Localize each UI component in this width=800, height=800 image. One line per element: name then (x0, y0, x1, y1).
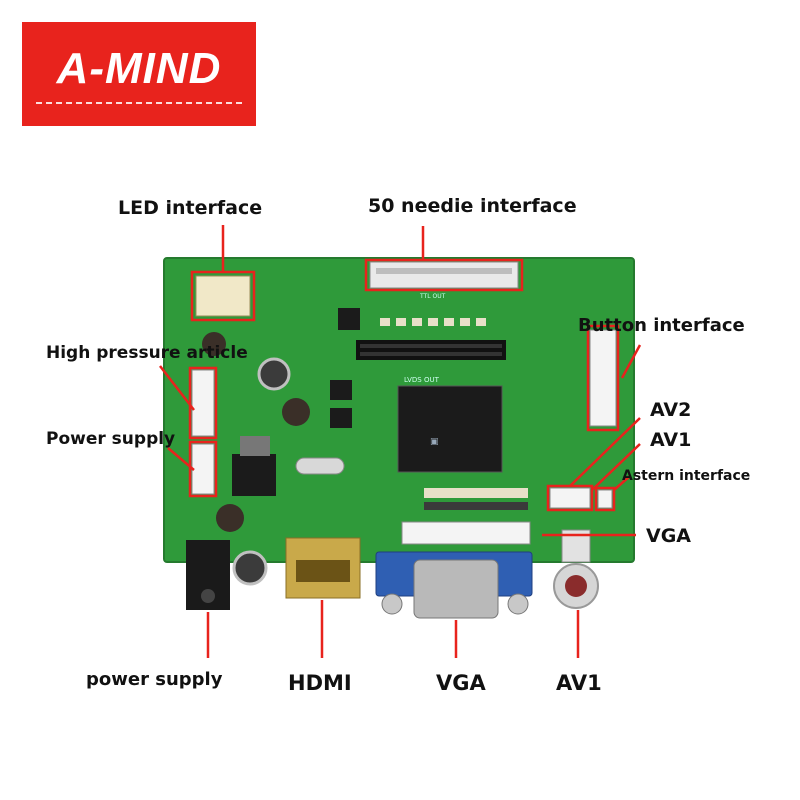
capacitor (257, 357, 291, 391)
pin-header (356, 340, 506, 360)
label-vga-bottom: VGA (436, 671, 486, 695)
small-chip (338, 308, 360, 330)
label-high-pressure: High pressure article (46, 343, 248, 363)
main-chip (397, 385, 503, 473)
astern-header (597, 489, 613, 509)
button-connector (589, 329, 617, 427)
smd-components (380, 318, 528, 510)
inductor (216, 504, 244, 532)
label-power-supply-side: Power supply (46, 429, 176, 449)
chip-label: LVDS OUT (404, 376, 440, 384)
crystal-oscillator (295, 457, 345, 475)
label-vga-right: VGA (646, 525, 692, 547)
label-power-supply-bottom: power supply (86, 669, 223, 690)
av-jack-center (565, 575, 587, 597)
ribbon-connector-slot (376, 268, 512, 274)
regulator-tab (240, 436, 270, 456)
vga-header (401, 521, 531, 545)
label-needle-interface: 50 needie interface (368, 195, 577, 217)
vga-screw (381, 593, 403, 615)
power-connector (191, 443, 215, 495)
label-hdmi: HDMI (288, 671, 352, 695)
chip-logo-icon: ▣ (430, 437, 439, 447)
logo-dashed-line (36, 102, 242, 104)
label-led-interface: LED interface (118, 197, 263, 219)
av-header (549, 487, 591, 509)
small-chip (330, 408, 352, 428)
inductor (282, 398, 310, 426)
label-av1-top: AV1 (650, 429, 692, 451)
ttl-label: TTL OUT (419, 293, 446, 300)
high-pressure-connector (191, 369, 215, 437)
regulator-chip (232, 454, 276, 496)
led-connector (195, 275, 251, 317)
power-jack-hole (201, 589, 215, 603)
brand-name: A-MIND (56, 44, 222, 93)
label-av1-bottom: AV1 (556, 671, 602, 695)
hdmi-port-opening (296, 560, 350, 582)
label-button-interface: Button interface (578, 315, 745, 336)
label-av2: AV2 (650, 399, 692, 421)
callout-lines (159, 225, 642, 658)
brand-logo: A-MIND (22, 22, 256, 126)
vga-screw (507, 593, 529, 615)
small-chip (330, 380, 352, 400)
label-astern-interface: Astern interface (622, 468, 751, 484)
inductor (202, 332, 226, 356)
vga-port-shield (413, 559, 499, 619)
capacitor (232, 550, 268, 586)
ribbon-connector (369, 261, 519, 289)
